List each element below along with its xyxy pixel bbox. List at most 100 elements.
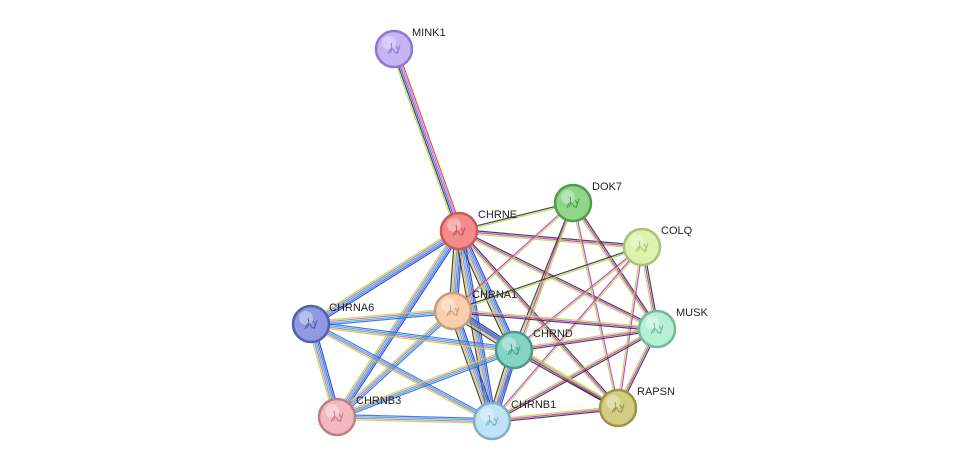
edge-evidence-line — [514, 348, 620, 408]
node-rapsn[interactable]: RAPSN — [598, 386, 675, 428]
edge-colq-chrna1[interactable] — [452, 245, 643, 313]
edge-evidence-line — [616, 246, 642, 408]
edge-colq-chrnd[interactable] — [513, 245, 643, 352]
node-chrnb1[interactable]: CHRNB1 — [472, 399, 556, 441]
node-label: CHRNE — [478, 209, 517, 221]
edge-evidence-line — [490, 327, 657, 421]
node-label: MUSK — [676, 307, 708, 319]
node-circle[interactable] — [553, 183, 593, 223]
node-mink1[interactable]: MINK1 — [374, 27, 446, 69]
protein-structure-icon — [635, 240, 649, 253]
edge-evidence-line — [490, 246, 642, 421]
edge-evidence-line — [573, 202, 620, 408]
edge-mink1-chrne[interactable] — [390, 47, 463, 233]
edge-evidence-line — [453, 308, 658, 329]
node-colq[interactable]: COLQ — [622, 225, 693, 267]
edge-evidence-line — [311, 322, 515, 350]
node-musk[interactable]: MUSK — [637, 307, 708, 349]
node-label: RAPSN — [637, 386, 675, 398]
edge-chrne-dok7[interactable] — [458, 201, 574, 233]
edge-evidence-line — [310, 308, 453, 323]
node-label: CHRNA1 — [472, 289, 517, 301]
edge-colq-chrnb1[interactable] — [490, 246, 644, 422]
node-dok7[interactable]: DOK7 — [553, 181, 622, 223]
edge-evidence-line — [337, 311, 454, 419]
edge-evidence-line — [452, 310, 658, 330]
protein-structure-icon — [446, 304, 460, 317]
edge-evidence-line — [336, 230, 460, 418]
edge-musk-chrna1[interactable] — [452, 308, 658, 332]
node-circle[interactable] — [622, 227, 662, 267]
edge-evidence-line — [310, 230, 460, 325]
node-circle[interactable] — [472, 401, 512, 441]
node-label: MINK1 — [412, 27, 446, 39]
edge-evidence-line — [311, 321, 515, 349]
edge-evidence-line — [458, 230, 643, 248]
edge-evidence-line — [394, 48, 462, 231]
edge-dok7-chrna1[interactable] — [452, 201, 574, 313]
edge-evidence-line — [454, 232, 511, 352]
edge-chrne-chrna6[interactable] — [308, 227, 462, 328]
edge-evidence-line — [311, 322, 493, 421]
edge-evidence-line — [459, 230, 516, 350]
edge-dok7-rapsn[interactable] — [571, 202, 620, 409]
edge-musk-chrnb1[interactable] — [490, 327, 659, 423]
node-circle[interactable] — [317, 397, 357, 437]
node-circle[interactable] — [494, 330, 534, 370]
edge-evidence-line — [338, 312, 456, 420]
protein-structure-icon — [330, 410, 344, 423]
edge-evidence-line — [491, 405, 618, 421]
node-circle[interactable] — [439, 211, 479, 251]
edge-chrne-musk[interactable] — [458, 229, 658, 331]
edge-chrna6-chrnb1[interactable] — [309, 321, 494, 424]
edge-evidence-line — [514, 247, 643, 352]
edge-chrnb3-chrnb1[interactable] — [336, 414, 493, 424]
edge-musk-chrnd[interactable] — [513, 326, 658, 353]
edge-evidence-line — [336, 309, 453, 417]
edge-chrna6-chrnd[interactable] — [310, 321, 515, 353]
edges-layer — [307, 47, 660, 424]
node-circle[interactable] — [598, 388, 638, 428]
edge-evidence-line — [459, 229, 658, 329]
edge-evidence-line — [308, 227, 458, 322]
edge-evidence-line — [337, 351, 516, 420]
node-circle[interactable] — [433, 291, 473, 331]
node-chrnb3[interactable]: CHRNB3 — [317, 395, 401, 437]
edge-evidence-line — [460, 229, 517, 350]
node-highlight — [645, 316, 659, 330]
node-chrna1[interactable]: CHRNA1 — [433, 289, 517, 331]
edge-colq-rapsn[interactable] — [616, 246, 644, 409]
edge-rapsn-chrnb1[interactable] — [491, 405, 619, 424]
edge-evidence-line — [337, 414, 493, 420]
edge-evidence-line — [336, 418, 492, 424]
edge-chrna1-chrnb3[interactable] — [334, 308, 456, 420]
edge-evidence-line — [459, 203, 574, 233]
node-chrnd[interactable]: CHRND — [494, 328, 573, 370]
edge-evidence-line — [337, 231, 461, 419]
node-circle[interactable] — [291, 304, 331, 344]
node-chrna6[interactable]: CHRNA6 — [291, 302, 374, 344]
node-highlight — [502, 337, 516, 351]
node-highlight — [325, 404, 339, 418]
node-chrne[interactable]: CHRNE — [439, 209, 517, 251]
edge-rapsn-chrnd[interactable] — [512, 348, 620, 410]
edge-evidence-line — [571, 203, 618, 409]
edge-evidence-line — [491, 328, 658, 422]
edge-evidence-line — [458, 231, 642, 250]
edge-evidence-line — [513, 328, 658, 351]
edge-evidence-line — [452, 311, 657, 332]
edge-evidence-line — [513, 349, 619, 409]
node-circle[interactable] — [637, 309, 677, 349]
edge-evidence-line — [512, 202, 573, 350]
edge-chrnd-chrnb3[interactable] — [335, 347, 516, 420]
edge-dok7-musk[interactable] — [571, 201, 659, 331]
edge-evidence-line — [333, 228, 457, 416]
edge-evidence-line — [492, 329, 659, 423]
edge-evidence-line — [458, 230, 619, 409]
edge-evidence-line — [396, 47, 463, 231]
edge-chrne-colq[interactable] — [458, 228, 643, 250]
edge-chrne-chrnd[interactable] — [454, 229, 519, 352]
edge-chrne-chrnb3[interactable] — [333, 228, 463, 420]
edge-evidence-line — [336, 348, 514, 417]
node-circle[interactable] — [374, 29, 414, 69]
